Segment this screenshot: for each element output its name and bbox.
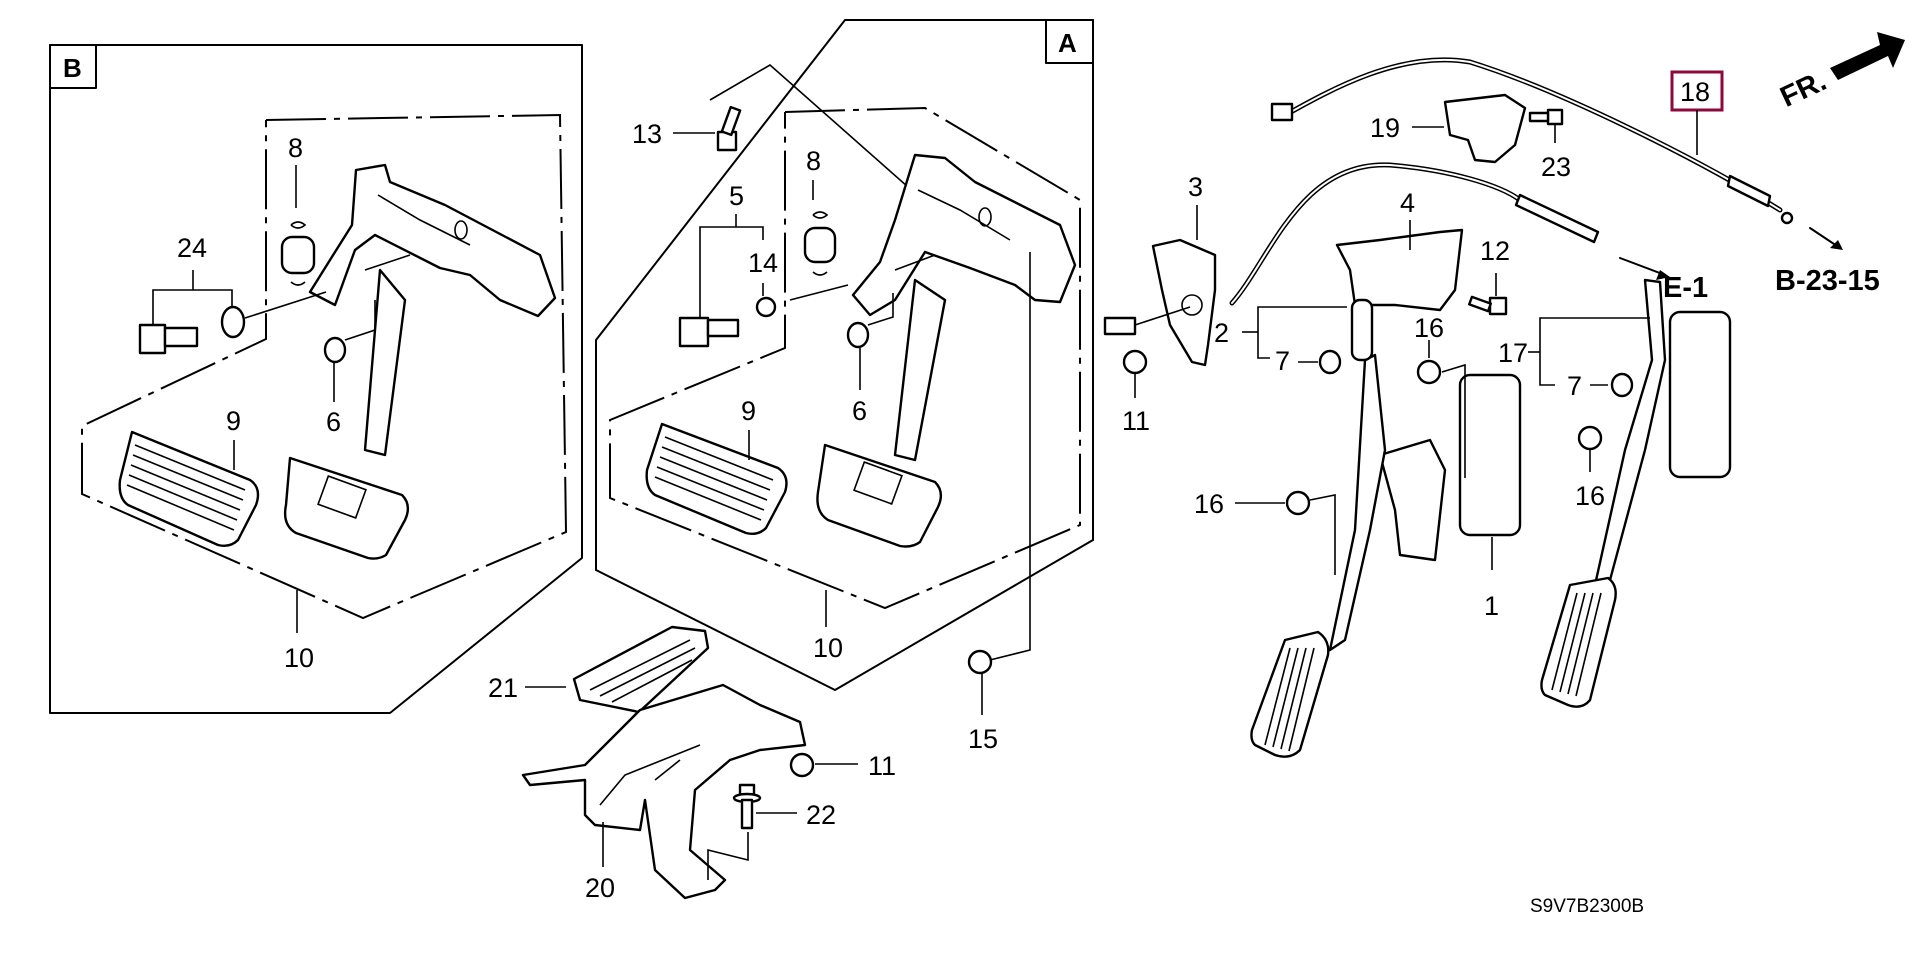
callout-7-left[interactable]: 7 (1275, 346, 1290, 376)
callout-16-right[interactable]: 16 (1575, 481, 1605, 511)
callout-24[interactable]: 24 (177, 233, 207, 263)
cable-adjuster-18 (1726, 174, 1772, 208)
callout-22[interactable]: 22 (806, 800, 836, 830)
bracket-20-group: 21 20 11 22 (488, 625, 896, 903)
callout-20[interactable]: 20 (585, 873, 615, 903)
callout-5[interactable]: 5 (729, 181, 744, 211)
inset-b: B (49, 44, 583, 714)
callout-1[interactable]: 1 (1484, 591, 1499, 621)
callout-2[interactable]: 2 (1214, 318, 1229, 348)
nut-15 (967, 252, 1031, 675)
bolt-23 (1528, 108, 1564, 126)
callout-9-b[interactable]: 9 (226, 406, 241, 436)
callout-15[interactable]: 15 (968, 724, 998, 754)
nut-16-top (1416, 359, 1442, 385)
nut-16-right (1577, 425, 1603, 451)
bolt-12 (1468, 295, 1508, 316)
accelerator-area: B-23-15 E-1 FR. 18 19 23 (1103, 32, 1905, 758)
front-direction-label: FR. (1776, 65, 1832, 114)
cable-bracket-4 (1335, 228, 1464, 312)
pedal-pad-a-right (816, 443, 943, 548)
inset-a-group-outline (609, 106, 1081, 610)
inset-a-label: A (1058, 28, 1077, 58)
insulator-21 (572, 625, 710, 714)
front-direction-arrow: FR. (1776, 32, 1905, 114)
inset-a: A (595, 19, 1094, 754)
callout-9-a[interactable]: 9 (741, 396, 756, 426)
diagram-code: S9V7B2300B (1530, 896, 1644, 917)
callout-23[interactable]: 23 (1541, 152, 1571, 182)
inset-b-label-box (49, 44, 97, 89)
inset-a-label-box (1045, 19, 1094, 64)
inset-b-frame (49, 44, 583, 714)
stopper-6-a (846, 293, 894, 349)
pedal-pad-9-a (645, 422, 788, 536)
callout-14[interactable]: 14 (748, 248, 778, 278)
pedal-pad-9-b (118, 430, 260, 548)
stopper-6-b (323, 300, 376, 364)
bolt-13 (716, 105, 742, 152)
reference-e-1[interactable]: E-1 (1663, 272, 1708, 304)
stop-switch-5 (678, 284, 849, 348)
callout-10-b[interactable]: 10 (284, 643, 314, 673)
nut-11-bottom (789, 752, 815, 778)
callout-16-top[interactable]: 16 (1414, 313, 1444, 343)
callout-8-b[interactable]: 8 (288, 133, 303, 163)
callout-21[interactable]: 21 (488, 673, 518, 703)
return-spring-8-b (280, 221, 316, 286)
nut-16-left (1285, 490, 1311, 516)
callout-11-bottom[interactable]: 11 (868, 751, 896, 781)
bracket-20 (521, 683, 807, 900)
callout-17[interactable]: 17 (1498, 338, 1528, 368)
accelerator-pedal-1 (1250, 298, 1522, 758)
cable-end-18-left (1270, 102, 1294, 122)
arm-boot-2 (1350, 298, 1374, 362)
callout-6-b[interactable]: 6 (326, 407, 341, 437)
return-spring-8-a (803, 211, 837, 276)
callout-4[interactable]: 4 (1400, 188, 1415, 218)
callout-3[interactable]: 3 (1188, 172, 1203, 202)
inset-a-frame-bottom (595, 539, 1094, 691)
stopper-7-left (1318, 349, 1342, 375)
inset-b-group-outline (81, 113, 568, 620)
callout-7-right[interactable]: 7 (1567, 371, 1582, 401)
cable-adjuster-3 (1514, 193, 1600, 244)
reference-b-23-15[interactable]: B-23-15 (1775, 265, 1880, 297)
pedal-pad-b-right (283, 456, 410, 560)
bracket-19 (1443, 93, 1527, 164)
bolt-22 (707, 783, 762, 880)
inset-b-label: B (63, 53, 82, 83)
brake-pedal-bracket-b (308, 163, 557, 457)
callout-19[interactable]: 19 (1370, 113, 1400, 143)
callout-10-a[interactable]: 10 (813, 633, 843, 663)
callout-11-top[interactable]: 11 (1122, 406, 1150, 436)
cable-bracket-3 (1103, 238, 1217, 367)
accelerator-pedal-17 (1540, 278, 1732, 708)
floor-plate-1 (1458, 373, 1522, 537)
callout-18[interactable]: 18 (1680, 77, 1710, 107)
callout-6-a[interactable]: 6 (852, 396, 867, 426)
callout-8-a[interactable]: 8 (806, 146, 821, 176)
front-arrow-icon (1830, 32, 1905, 80)
brake-pedal-bracket-a (851, 153, 1077, 462)
stop-switch-24 (138, 291, 327, 355)
callout-12[interactable]: 12 (1480, 236, 1510, 266)
inset-a-frame-left (595, 19, 1094, 571)
stopper-7-right (1610, 372, 1634, 398)
floor-plate-17 (1668, 310, 1732, 479)
callout-13[interactable]: 13 (632, 119, 662, 149)
callout-16-left[interactable]: 16 (1194, 489, 1224, 519)
nut-11-top (1122, 349, 1148, 375)
